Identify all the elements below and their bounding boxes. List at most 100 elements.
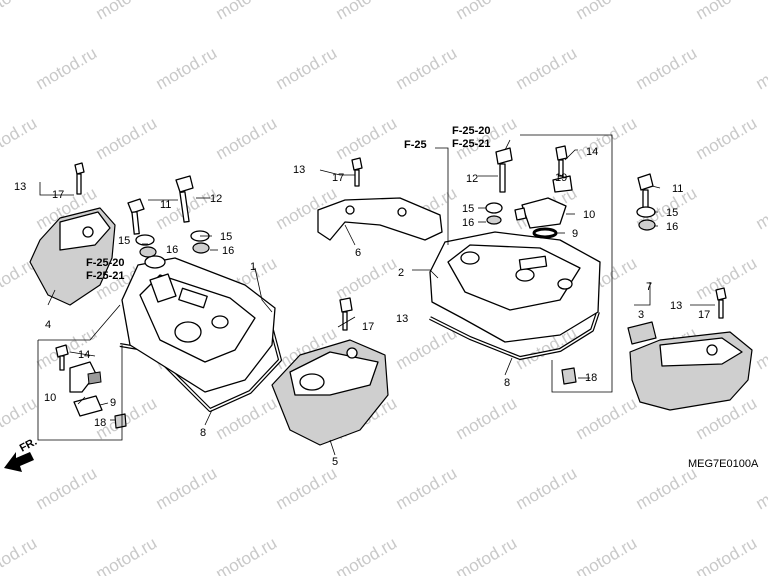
right-head-cover-boss-a xyxy=(460,251,480,265)
label-16-right-b: 16 xyxy=(666,221,678,233)
watermark-text: motod.ru xyxy=(213,0,281,23)
watermark-text: motod.ru xyxy=(0,533,40,576)
label-17-right: 17 xyxy=(698,309,710,321)
label-8-right: 8 xyxy=(504,377,510,389)
label-9-right: 9 xyxy=(572,228,578,240)
right-rubber-16a xyxy=(486,215,502,225)
right-washer-15b xyxy=(636,206,656,218)
left-cylinder-assembly xyxy=(29,162,282,429)
label-16-left-a: 16 xyxy=(166,244,178,256)
watermark-text: motod.ru xyxy=(693,533,761,576)
right-head-cover-boss-b xyxy=(515,268,535,282)
left-head-cover-boss-a xyxy=(144,255,166,269)
label-3: 3 xyxy=(638,309,644,321)
leader-lines xyxy=(37,134,715,456)
left-rubber-16a xyxy=(139,246,157,258)
part-number-labels: 13 17 11 12 15 16 15 16 1 4 14 10 9 18 8… xyxy=(14,146,710,468)
heat-guard-hole-a xyxy=(345,205,355,215)
right-head-cover-boss-c xyxy=(557,278,573,290)
ref-f25-21-right: F-25-21 xyxy=(452,138,491,150)
right-side-cover-bolt-shank xyxy=(718,299,724,319)
watermark-text: motod.ru xyxy=(273,43,341,93)
watermark-text: motod.ru xyxy=(33,463,101,513)
watermark-text: motod.ru xyxy=(393,323,461,373)
watermark-text: motod.ru xyxy=(333,253,401,303)
label-4: 4 xyxy=(45,319,51,331)
watermark-text: motod.ru xyxy=(513,43,581,93)
watermark-text: motod.ru xyxy=(573,533,641,576)
label-1: 1 xyxy=(250,261,256,273)
right-bolt-11 xyxy=(637,173,654,209)
watermark-text: motod.ru xyxy=(393,43,461,93)
left-side-cover-bolt-shank xyxy=(76,173,82,195)
right-breather-assembly xyxy=(514,145,573,239)
watermark-text: motod.ru xyxy=(333,533,401,576)
front-side-cover-boss xyxy=(346,347,358,359)
watermark-text: motod.ru xyxy=(753,43,768,93)
front-direction-indicator: FR. xyxy=(4,436,39,472)
right-head-cover-window xyxy=(518,255,548,271)
watermark-text: motod.ru xyxy=(513,463,581,513)
label-13-left: 13 xyxy=(14,181,26,193)
front-side-cover-bolt xyxy=(339,297,353,313)
label-8-left: 8 xyxy=(200,427,206,439)
label-15-right-b: 15 xyxy=(666,207,678,219)
front-arrow-label: FR. xyxy=(18,436,39,455)
watermark-text: motod.ru xyxy=(333,113,401,163)
left-washer-15a xyxy=(135,234,155,246)
label-13-right: 13 xyxy=(670,300,682,312)
right-cylinder-assembly xyxy=(429,145,753,411)
front-side-cover-bolt-shank xyxy=(342,311,348,331)
right-side-cover-face xyxy=(659,337,743,367)
label-2: 2 xyxy=(398,267,404,279)
label-11-right: 11 xyxy=(672,183,683,195)
watermark-text: motod.ru xyxy=(753,183,768,233)
watermark-text: motod.ru xyxy=(213,393,281,443)
watermark-text: motod.ru xyxy=(0,0,40,23)
label-12-right: 12 xyxy=(466,173,478,185)
ref-f25-21-left: F-25-21 xyxy=(86,270,125,282)
label-17-center-top: 17 xyxy=(332,172,344,184)
label-10-right: 10 xyxy=(583,209,595,221)
watermark-text: motod.ru xyxy=(453,0,521,23)
watermark-text: motod.ru xyxy=(213,533,281,576)
right-bolt-12 xyxy=(495,147,513,193)
heat-guard-hole-b xyxy=(397,207,407,217)
right-rubber-16b xyxy=(638,219,656,231)
left-head-cover-window xyxy=(178,287,208,309)
watermark-text: motod.ru xyxy=(693,253,761,303)
watermark-text: motod.ru xyxy=(273,463,341,513)
rubber-pad xyxy=(627,321,657,345)
watermark-text: motod.ru xyxy=(693,113,761,163)
watermark-text: motod.ru xyxy=(573,393,641,443)
ref-f25-20-right: F-25-20 xyxy=(452,125,491,137)
label-13-center-top: 13 xyxy=(293,164,305,176)
left-rubber-16b xyxy=(192,242,210,254)
watermark-text: motod.ru xyxy=(93,0,161,23)
heat-guard-bolt xyxy=(351,157,363,171)
right-side-cover-hole xyxy=(706,344,718,356)
front-arrow-icon xyxy=(4,452,34,472)
label-6: 6 xyxy=(355,247,361,259)
label-11-left: 11 xyxy=(160,199,171,211)
label-14-right: 14 xyxy=(586,146,598,158)
left-breather-fitting xyxy=(149,273,177,303)
label-14-left: 14 xyxy=(78,349,90,361)
catalog-code: MEG7E0100A xyxy=(688,458,759,470)
ref-f25-right: F-25 xyxy=(404,139,427,151)
ref-f25-20-left: F-25-20 xyxy=(86,257,125,269)
label-10-left: 10 xyxy=(44,392,56,404)
label-7: 7 xyxy=(646,281,652,293)
label-16-right-a: 16 xyxy=(462,217,474,229)
label-5: 5 xyxy=(332,456,338,468)
label-16-left-b: 16 xyxy=(222,245,234,257)
label-15-right-a: 15 xyxy=(462,203,474,215)
label-12-left: 12 xyxy=(210,193,222,205)
watermark-text: motod.ru xyxy=(153,463,221,513)
label-15-left-b: 15 xyxy=(220,231,232,243)
right-side-cover-bolt xyxy=(715,287,727,301)
watermark-text: motod.ru xyxy=(93,113,161,163)
label-17-left: 17 xyxy=(52,189,64,201)
left-bolt-11 xyxy=(127,198,145,235)
